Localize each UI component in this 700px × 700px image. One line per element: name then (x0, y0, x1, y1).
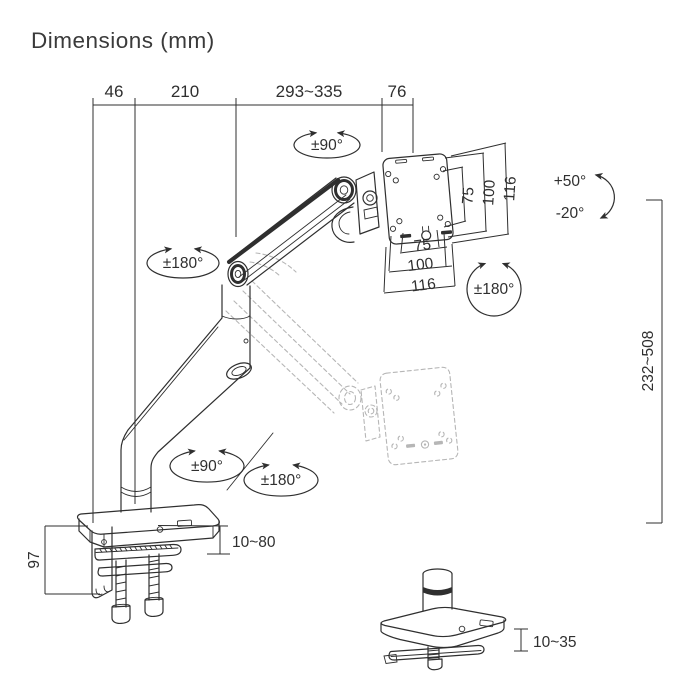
arm-rotation-symbol: ±180° (146, 246, 220, 279)
grommet-thickness-dimension: 10~35 (514, 628, 577, 652)
dim-vesa-horiz-75: 75 (413, 236, 432, 255)
clamp-thickness-dimension: 10~80 (157, 525, 276, 555)
dim-clamp-offset: 46 (105, 82, 124, 101)
elbow-joint (227, 260, 249, 288)
tilt-symbol: +50° -20° (554, 173, 615, 222)
label-tilt-down: -20° (556, 205, 585, 222)
top-dimension-chain: 46 210 293~335 76 (92, 82, 414, 523)
dim-height-range: 232~508 (640, 331, 657, 392)
height-range-bracket: 232~508 (640, 199, 663, 524)
clamp-bolt-left (111, 559, 131, 625)
cable-hook (331, 206, 355, 243)
monitor-arm-assembly (76, 153, 454, 625)
usb-port-round (156, 526, 164, 533)
label-tilt-up: +50° (554, 173, 587, 190)
label-base-swivel: ±90° (191, 458, 223, 475)
label-monitor-swivel: ±90° (311, 137, 343, 154)
vesa-bottom-slot (400, 233, 412, 239)
grommet-nut (427, 658, 443, 671)
lower-arm-and-column (120, 284, 252, 513)
dim-desk-thickness-clamp: 10~80 (232, 534, 276, 551)
base-rotation-symbol: ±180° (243, 462, 319, 497)
usb-port-grommet (479, 619, 494, 628)
base-swivel-symbol: ±90° (169, 432, 274, 491)
vesa-vertical-dimensions: 75 100 116 (442, 142, 520, 244)
upper-spring-arm (227, 177, 355, 286)
dim-head-depth: 76 (388, 82, 407, 101)
dim-vesa-horiz-116: 116 (410, 276, 437, 296)
label-arm-rotation: ±180° (163, 255, 204, 272)
dim-arm-segment-2: 293~335 (276, 82, 343, 101)
dim-vesa-vert-100: 100 (480, 179, 499, 206)
label-base-rotation: ±180° (261, 472, 302, 489)
clamp-bolt-right (144, 553, 164, 618)
divider-slash (226, 432, 274, 491)
vesa-plate (382, 153, 454, 245)
dim-arm-segment-1: 210 (171, 82, 199, 101)
ghost-vesa-plate (379, 366, 459, 466)
vesa-rotation-symbol: ±180° (466, 262, 522, 317)
dim-vesa-vert-75: 75 (459, 186, 477, 204)
ghost-vesa-logo-mark (406, 443, 416, 448)
vesa-top-slot (395, 158, 408, 164)
vesa-horizontal-dimensions: 75 100 116 (383, 229, 456, 296)
dim-clamp-height: 97 (26, 551, 43, 568)
keyhole (421, 230, 432, 241)
ghost-arm-lowered-position (225, 252, 459, 466)
grommet-mount-base (380, 568, 507, 671)
label-vesa-rotation: ±180° (474, 281, 515, 298)
usb-port-round-grommet (458, 625, 466, 633)
grommet-foot (388, 644, 485, 661)
dim-vesa-vert-116: 116 (501, 176, 520, 202)
dim-desk-thickness-grommet: 10~35 (533, 634, 577, 651)
monitor-swivel-symbol: ±90° (293, 130, 361, 159)
desk-clamp (91, 526, 182, 625)
dim-vesa-horiz-100: 100 (407, 255, 435, 275)
clamp-height-dimension: 97 (26, 525, 100, 595)
page-title: Dimensions (mm) (31, 28, 215, 53)
column-band (423, 587, 452, 596)
head-joint (331, 171, 380, 243)
